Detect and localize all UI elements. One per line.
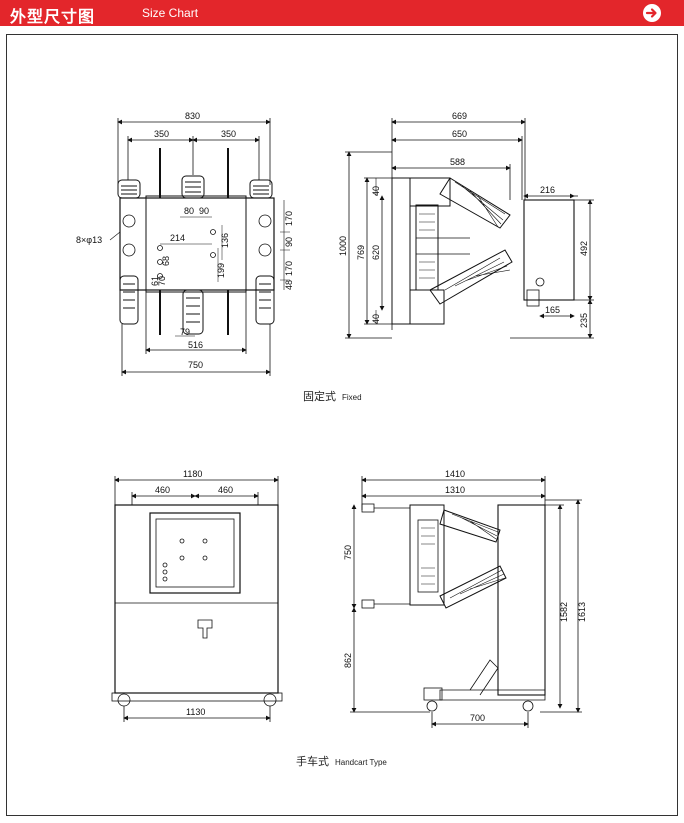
- dim-70: 70: [157, 276, 167, 286]
- dim-1410: 1410: [445, 469, 465, 479]
- dim-516: 516: [188, 340, 203, 350]
- handcart-front-view: [111, 476, 283, 722]
- handcart-front-dimensions: 1180 460 460 1130: [155, 469, 233, 717]
- dim-40-lower: 40: [371, 314, 381, 324]
- header-bar: 外型尺寸图 Size Chart: [0, 0, 684, 26]
- fixed-caption-cn: 固定式: [303, 391, 336, 403]
- handcart-caption-en: Handcart Type: [335, 758, 387, 767]
- dim-216: 216: [540, 185, 555, 195]
- dim-1130: 1130: [186, 707, 205, 717]
- handcart-caption: 手车式 Handcart Type: [296, 753, 387, 769]
- dim-350-left: 350: [154, 129, 169, 139]
- fixed-front-dimensions: 830 350 350 8×φ13 80 90 214 136 199 61 7…: [76, 111, 294, 370]
- arrow-right-glyph: [645, 8, 657, 18]
- dim-492: 492: [579, 241, 589, 256]
- dim-61: 61: [150, 276, 160, 286]
- dim-40-upper: 40: [371, 186, 381, 196]
- dim-350-right: 350: [221, 129, 236, 139]
- dim-750-side: 750: [343, 545, 353, 560]
- handcart-side-view: [350, 476, 582, 728]
- dim-170-upper: 170: [284, 211, 294, 226]
- dim-1613: 1613: [577, 602, 587, 622]
- dim-68: 68: [161, 256, 171, 266]
- dim-862: 862: [343, 653, 353, 668]
- dim-620: 620: [371, 245, 381, 260]
- page-title: 外型尺寸图: [10, 9, 96, 26]
- dim-214: 214: [170, 233, 185, 243]
- dim-235: 235: [579, 313, 589, 328]
- dim-199: 199: [216, 263, 226, 278]
- dim-90-right: 90: [284, 237, 294, 247]
- dim-588: 588: [450, 157, 465, 167]
- arrow-right-circle-icon[interactable]: [643, 4, 661, 22]
- page-subtitle: Size Chart: [142, 6, 199, 20]
- fixed-side-view: [345, 118, 594, 339]
- dim-669: 669: [452, 111, 467, 121]
- handcart-side-dimensions: 1410 1310 750 862 1582 1613 700: [343, 469, 587, 723]
- fixed-caption-en: Fixed: [342, 393, 362, 402]
- dim-830: 830: [185, 111, 200, 121]
- dim-170-lower: 170: [284, 261, 294, 276]
- drawing-frame: [6, 34, 678, 816]
- dim-48: 48: [284, 280, 294, 290]
- dim-1310: 1310: [445, 485, 465, 495]
- dim-700: 700: [470, 713, 485, 723]
- dim-769: 769: [356, 245, 366, 260]
- fixed-caption: 固定式 Fixed: [303, 388, 362, 404]
- handcart-caption-cn: 手车式: [296, 756, 329, 768]
- dim-165: 165: [545, 305, 560, 315]
- fixed-front-view: [109, 118, 290, 376]
- dim-1180: 1180: [183, 469, 202, 479]
- dim-holes: 8×φ13: [76, 235, 102, 245]
- fixed-side-dimensions: 669 650 588 216 1000 769 620 40 40 492 2…: [338, 111, 589, 328]
- dim-650: 650: [452, 129, 467, 139]
- dim-90: 90: [199, 206, 209, 216]
- dim-1000: 1000: [338, 236, 348, 256]
- dim-80: 80: [184, 206, 194, 216]
- dim-750: 750: [188, 360, 203, 370]
- dim-460-left: 460: [155, 485, 170, 495]
- dim-136: 136: [220, 233, 230, 248]
- dim-79: 79: [180, 327, 190, 337]
- dim-460-right: 460: [218, 485, 233, 495]
- dim-1582: 1582: [559, 602, 569, 622]
